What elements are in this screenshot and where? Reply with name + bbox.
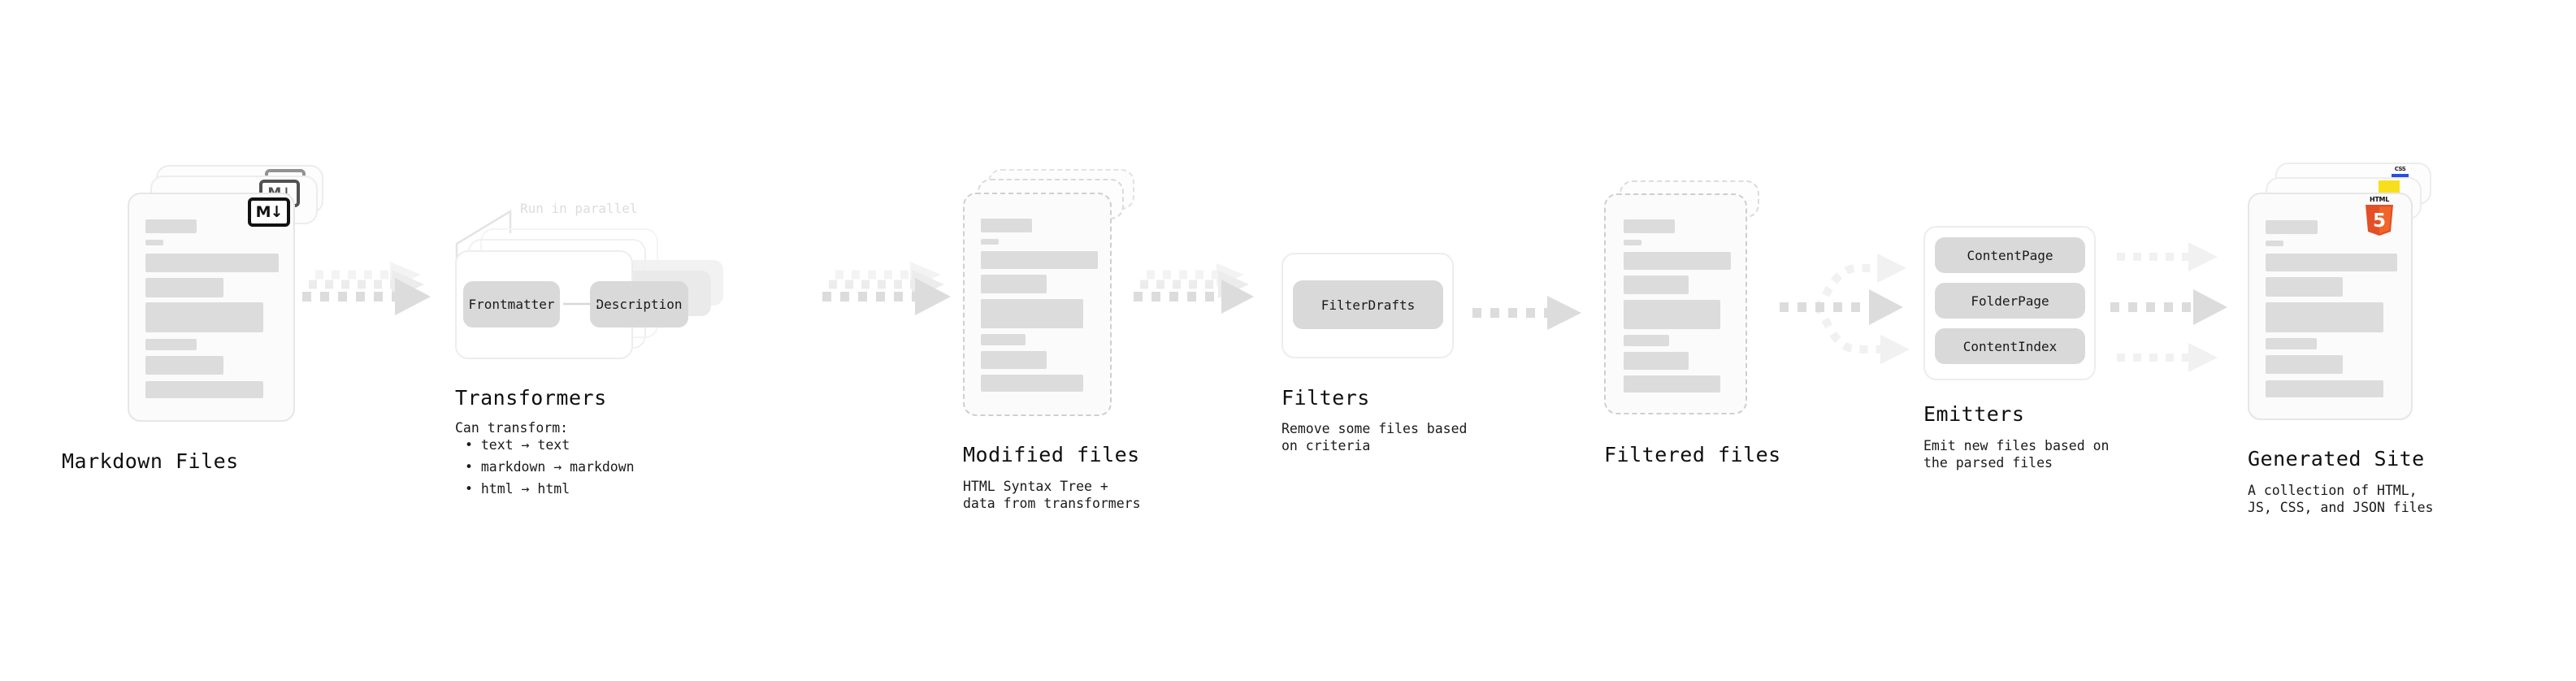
stage-desc-generated-site: A collection of HTML, JS, CSS, and JSON … — [2248, 483, 2434, 515]
stage-desc-emitters: Emit new files based on the parsed files — [1923, 438, 2110, 471]
skeleton-subtitle — [981, 239, 999, 245]
emitter-chip-contentpage-label: ContentPage — [1967, 247, 2053, 263]
conn-filters-to-filtered — [1472, 296, 1581, 330]
skeleton-line-3 — [981, 299, 1083, 328]
skeleton-line-4 — [2266, 338, 2317, 349]
stage-desc-modified-files: HTML Syntax Tree + data from transformer… — [963, 479, 1141, 511]
skeleton-subtitle — [145, 240, 163, 245]
conn-markdown-to-transformers — [302, 262, 431, 315]
skeleton-line-5 — [1624, 352, 1689, 370]
stage-label-filters: Filters — [1281, 386, 1370, 410]
transformer-chip-description-label: Description — [596, 297, 683, 312]
modified-card-front[interactable] — [963, 193, 1112, 416]
skeleton-line-4 — [1624, 335, 1669, 346]
emitter-chip-contentindex[interactable]: ContentIndex — [1935, 328, 2085, 364]
stage-label-emitters: Emitters — [1923, 402, 2025, 426]
skeleton-line-3 — [1624, 300, 1720, 329]
skeleton-subtitle — [1624, 240, 1641, 245]
transformer-chip-frontmatter[interactable]: Frontmatter — [463, 281, 560, 327]
stage-bullet-transformers-0: • text → text — [465, 437, 570, 453]
emitter-chip-folderpage-label: FolderPage — [1971, 293, 2049, 309]
emitter-chip-contentindex-label: ContentIndex — [1962, 338, 2058, 354]
skeleton-line-1 — [145, 254, 279, 272]
html5-logo-wordmark: HTML — [2369, 196, 2389, 203]
skeleton-line-2 — [981, 275, 1047, 293]
markdown-card-front[interactable] — [128, 193, 295, 422]
transformer-arrow-front — [563, 300, 601, 308]
skeleton-title — [2266, 220, 2318, 234]
skeleton-line-6 — [145, 381, 263, 398]
skeleton-line-1 — [1624, 252, 1731, 270]
skeleton-line-3 — [145, 302, 263, 332]
skeleton-line-5 — [145, 356, 223, 375]
transformer-chip-description[interactable]: Description — [590, 281, 688, 327]
skeleton-line-4 — [145, 339, 197, 350]
conn-modified-to-filters — [1134, 263, 1254, 314]
skeleton-subtitle — [2266, 241, 2283, 246]
stage-label-generated-site: Generated Site — [2248, 447, 2425, 471]
emitter-chip-contentpage[interactable]: ContentPage — [1935, 237, 2085, 273]
skeleton-title — [1624, 219, 1675, 233]
skeleton-line-1 — [2266, 254, 2397, 271]
stage-bullet-transformers-2: • html → html — [465, 481, 570, 497]
site-card-front[interactable] — [2248, 193, 2413, 420]
stage-label-transformers: Transformers — [455, 386, 607, 410]
filter-chip-filterdrafts-label: FilterDrafts — [1321, 297, 1416, 313]
markdown-badge-front: M↓ — [248, 197, 290, 227]
run-in-parallel-bracket — [455, 209, 512, 260]
stage-label-filtered-files: Filtered files — [1604, 443, 1781, 466]
conn-transformers-to-modified — [822, 262, 951, 315]
run-in-parallel-label: Run in parallel — [520, 201, 638, 216]
skeleton-line-2 — [2266, 277, 2343, 297]
stage-label-modified-files: Modified files — [963, 443, 1140, 466]
stage-bullet-transformers-1: • markdown → markdown — [465, 459, 635, 475]
conn-emitters-to-site — [2110, 242, 2227, 372]
skeleton-line-5 — [981, 351, 1047, 369]
skeleton-line-4 — [981, 334, 1026, 345]
skeleton-line-1 — [981, 251, 1098, 269]
transformer-chip-frontmatter-label: Frontmatter — [468, 297, 555, 312]
filter-chip-filterdrafts[interactable]: FilterDrafts — [1293, 280, 1443, 329]
skeleton-title — [145, 219, 197, 233]
stage-label-markdown-files: Markdown Files — [62, 449, 239, 473]
stage-desc-transformers: Can transform: — [455, 420, 569, 436]
stage-desc-filters: Remove some files based on criteria — [1281, 421, 1468, 453]
skeleton-line-6 — [2266, 380, 2383, 397]
skeleton-title — [981, 219, 1032, 232]
skeleton-line-3 — [2266, 302, 2383, 332]
skeleton-line-5 — [2266, 355, 2343, 374]
filtered-card-front[interactable] — [1604, 193, 1747, 414]
conn-filtered-to-emitters — [1780, 254, 1910, 364]
svg-text:5: 5 — [2373, 210, 2386, 232]
html5-logo: HTML 5 — [2363, 197, 2396, 236]
css3-badge: CSS — [2390, 166, 2410, 179]
emitter-chip-folderpage[interactable]: FolderPage — [1935, 283, 2085, 319]
skeleton-line-6 — [1624, 375, 1720, 393]
skeleton-line-2 — [1624, 275, 1689, 294]
skeleton-line-2 — [145, 278, 223, 297]
skeleton-line-6 — [981, 375, 1083, 392]
